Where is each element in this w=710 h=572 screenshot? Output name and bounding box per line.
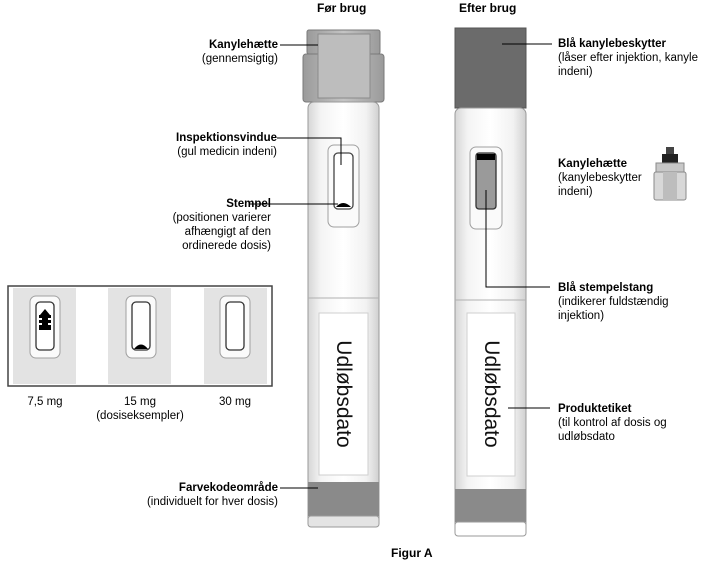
label-blue-shield: Blå kanylebeskytter (låser efter injekti… xyxy=(558,38,698,78)
label-plunger: Stempel (positionen varierer afhængigt a… xyxy=(172,198,271,252)
pen-before-color-band xyxy=(308,482,379,516)
dose-label-7-5mg: 7,5 mg xyxy=(27,396,63,408)
label-blue-rod: Blå stempelstang (indikerer fuldstændig … xyxy=(558,282,669,322)
header-after-use: Efter brug xyxy=(459,1,517,15)
label-product-label: Produktetiket (til kontrol af dosis og u… xyxy=(558,403,667,443)
pen-after-color-band xyxy=(455,489,526,522)
dose-label-30mg: 30 mg xyxy=(219,396,251,408)
dose-label-15mg: 15 mg xyxy=(124,396,156,408)
label-inspection-window: Inspektionsvindue (gul medicin indeni) xyxy=(176,132,277,158)
pen-before xyxy=(302,29,385,528)
label-cap-after: Kanylehætte (kanylebeskytter indeni) xyxy=(558,158,642,198)
small-cap-icon xyxy=(653,147,687,201)
dose-examples-note: (dosiseksempler) xyxy=(96,410,184,422)
pen-before-inspection-window xyxy=(327,144,360,228)
pen-before-label-text: Udløbsdato xyxy=(332,340,355,448)
pen-after-label xyxy=(466,312,516,477)
label-cap-before: Kanylehætte (gennemsigtig) xyxy=(201,39,278,65)
pen-before-cap xyxy=(302,29,385,103)
figure-caption: Figur A xyxy=(391,546,433,560)
pen-after xyxy=(454,27,527,537)
pen-after-shield xyxy=(454,27,527,109)
label-color-code: Farvekodeområde (individuelt for hver do… xyxy=(146,482,278,508)
pen-after-inspection-window xyxy=(469,146,503,230)
header-before-use: Før brug xyxy=(317,1,367,15)
pen-after-label-text: Udløbsdato xyxy=(480,340,503,448)
leader-lines xyxy=(250,43,552,489)
pen-before-label xyxy=(318,312,369,476)
dose-examples-panel xyxy=(7,285,273,387)
